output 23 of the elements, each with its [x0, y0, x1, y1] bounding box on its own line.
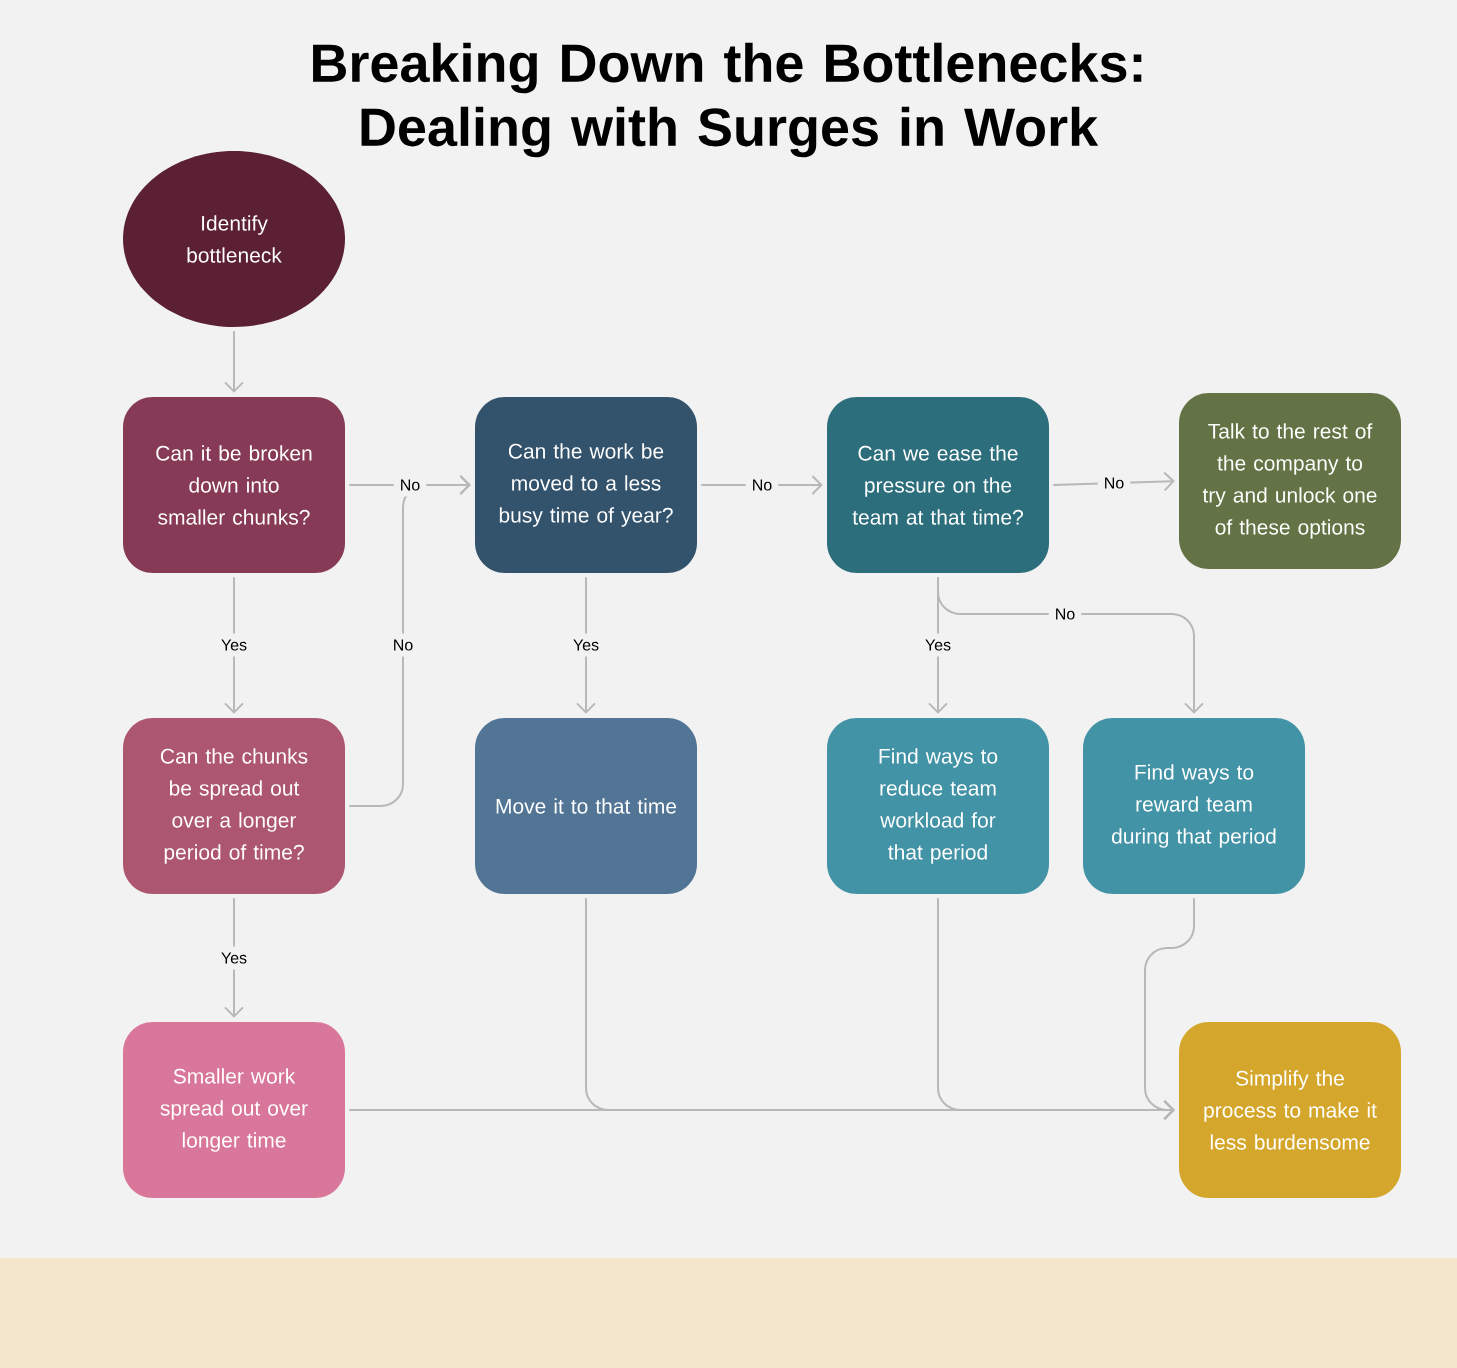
- decision-box: Can the work be moved to a less busy time of year?: [475, 397, 697, 573]
- edge-label: No: [745, 473, 779, 497]
- edge-label: Yes: [214, 633, 254, 657]
- edge-label: Yes: [918, 633, 958, 657]
- edge-label: Yes: [214, 946, 254, 970]
- process-box: Smaller work spread out over longer time: [123, 1022, 345, 1198]
- edge-label: No: [1097, 471, 1131, 495]
- arrow: [1144, 897, 1195, 1120]
- process-box: Find ways to reduce team workload for that period: [827, 718, 1049, 894]
- process-box: Move it to that time: [475, 718, 697, 894]
- arrow: [937, 576, 1204, 714]
- edge-label: No: [1048, 602, 1082, 626]
- edge-label: No: [393, 473, 427, 497]
- decision-box: Can it be broken down into smaller chunks?: [123, 397, 345, 573]
- edge-label: No: [386, 633, 420, 657]
- decision-box: Can the chunks be spread out over a longer period of time?: [123, 718, 345, 894]
- process-box: Simplify the process to make it less burdensome: [1179, 1022, 1401, 1198]
- arrow: [348, 475, 471, 807]
- decision-box: Can we ease the pressure on the team at that time?: [827, 397, 1049, 573]
- process-box: Talk to the rest of the company to try and unlock one of these options: [1179, 393, 1401, 569]
- process-box: Find ways to reward team during that period: [1083, 718, 1305, 894]
- arrow: [224, 330, 244, 393]
- edge-label: Yes: [566, 633, 606, 657]
